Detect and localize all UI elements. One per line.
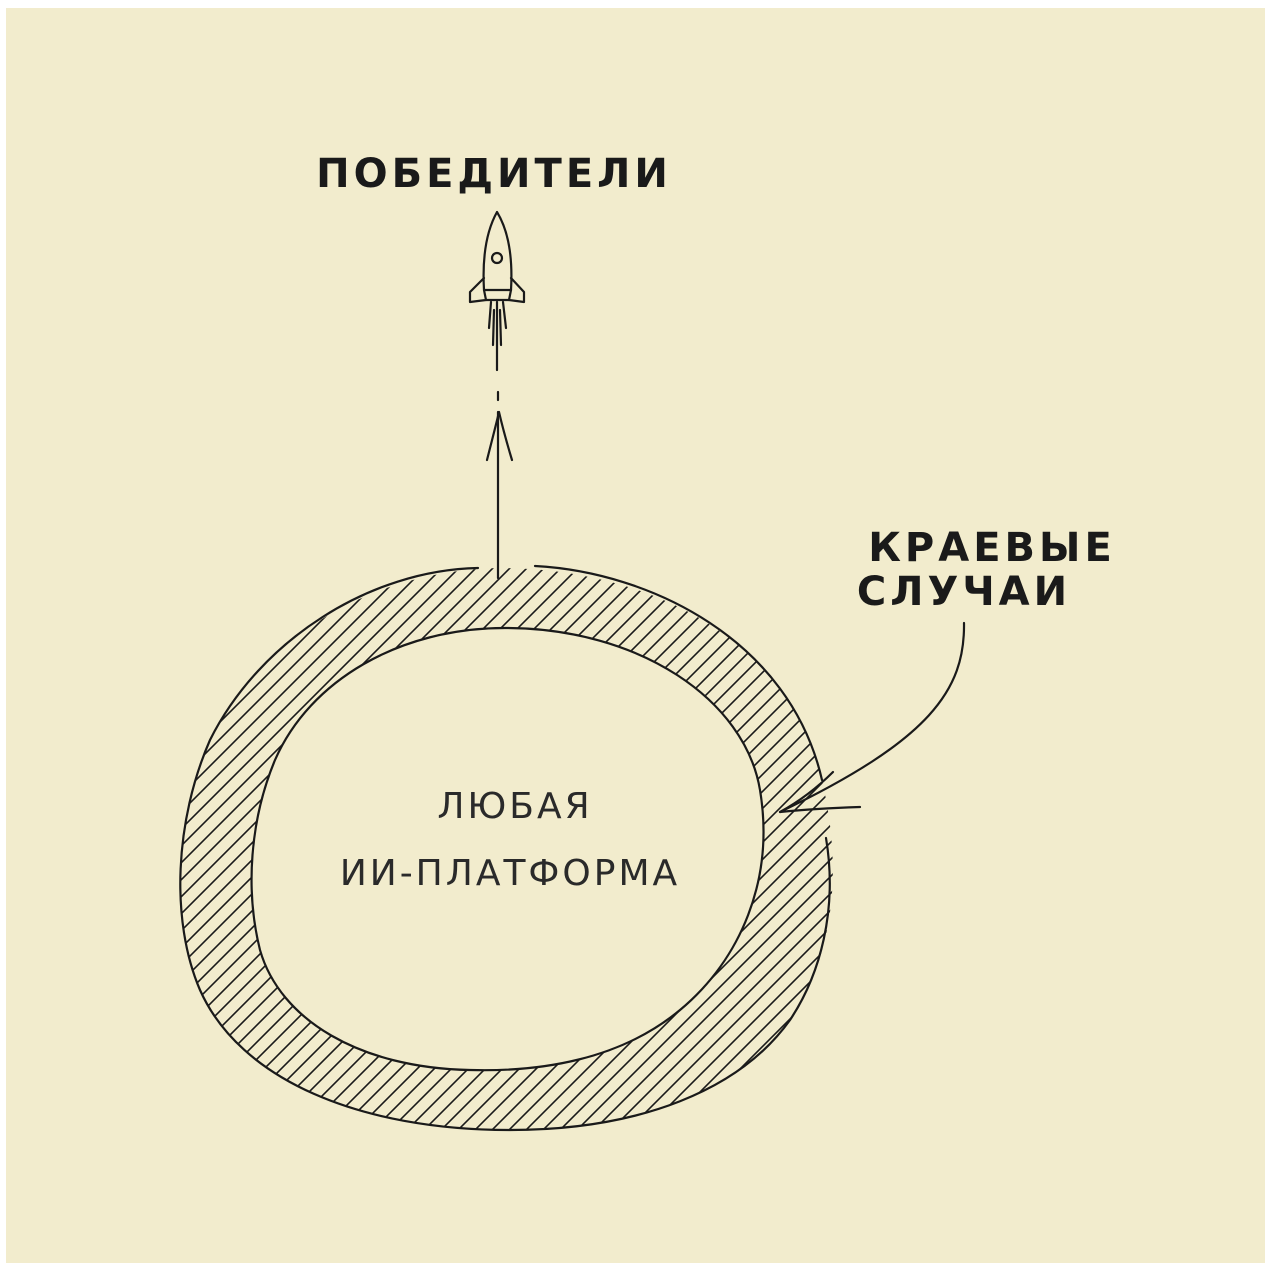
hatch-line xyxy=(0,450,509,1250)
hatch-line xyxy=(0,450,407,1250)
platform-label-line1: ЛЮБАЯ xyxy=(437,786,592,827)
edge-cases-label-line1: КРАЕВЫЕ xyxy=(868,525,1116,571)
hatch-line xyxy=(151,450,951,1250)
hatch-line xyxy=(0,450,798,1250)
hatch-line xyxy=(66,450,866,1250)
curved-arrow-icon xyxy=(780,623,964,812)
hatch-line xyxy=(0,450,322,1250)
hatch-line xyxy=(0,450,237,1250)
hatch-line xyxy=(0,450,373,1250)
hatch-line xyxy=(0,450,713,1250)
hatch-line xyxy=(0,450,747,1250)
hatch-line xyxy=(0,450,356,1250)
hatch-line xyxy=(0,450,305,1250)
winners-label: ПОБЕДИТЕЛИ xyxy=(316,151,672,197)
hatch-line xyxy=(0,450,220,1250)
hatch-line xyxy=(0,450,662,1250)
hatch-line xyxy=(0,450,730,1250)
hatch-line xyxy=(0,450,271,1250)
hatch-line xyxy=(32,450,832,1250)
hatch-line xyxy=(440,450,1240,1250)
hatch-line xyxy=(0,450,475,1250)
hatch-line xyxy=(0,450,543,1250)
hatch-line xyxy=(15,450,815,1250)
hatch-line xyxy=(0,450,441,1250)
platform-label-line2: ИИ-ПЛАТФОРМА xyxy=(340,853,680,894)
rocket-icon xyxy=(470,212,524,370)
hatch-line xyxy=(0,450,339,1250)
hatch-line xyxy=(0,450,696,1250)
hatch-line xyxy=(0,450,781,1250)
arrow-up-icon xyxy=(487,392,512,578)
hatch-line xyxy=(0,450,254,1250)
edge-cases-label-line2: СЛУЧАИ xyxy=(857,569,1071,615)
hatch-line xyxy=(0,450,645,1250)
hatch-line xyxy=(0,450,764,1250)
